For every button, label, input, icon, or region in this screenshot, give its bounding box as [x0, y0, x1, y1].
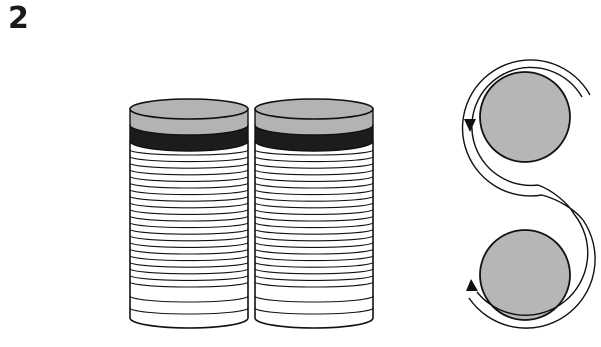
- arrowhead-bottom: [466, 279, 478, 291]
- lid-top: [255, 99, 373, 119]
- connector-outer: [542, 195, 583, 220]
- arrowhead-top: [464, 119, 476, 132]
- cylinder-left: [130, 99, 248, 328]
- cylinder-right: [255, 99, 373, 328]
- lid-top: [130, 99, 248, 119]
- top-circle: [480, 72, 570, 162]
